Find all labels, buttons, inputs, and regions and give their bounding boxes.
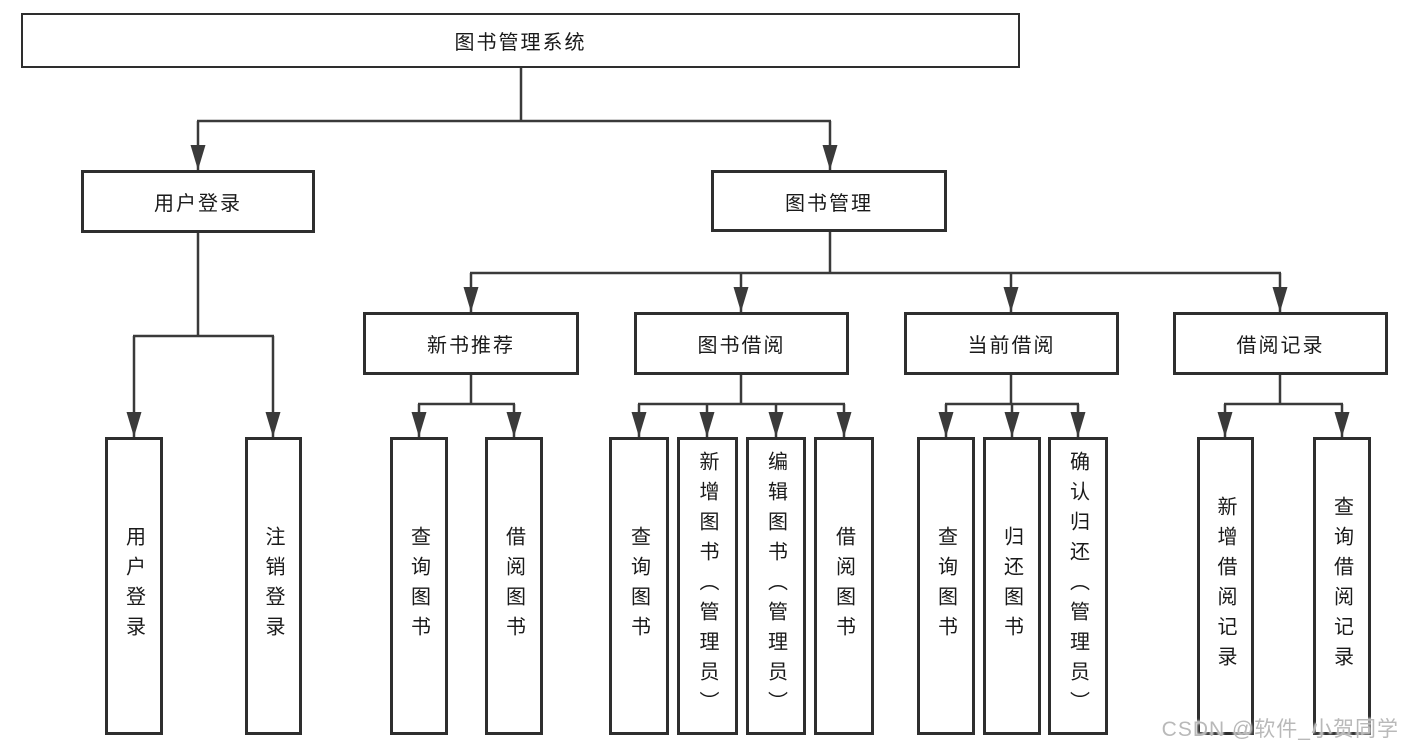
leaf-newbook-borrow-books: 借阅图书	[485, 437, 543, 735]
leaf-borrow-edit-books-admin: 编辑图书（管理员）	[746, 437, 806, 735]
leaf-borrow-query-books: 查询图书	[609, 437, 669, 735]
node-root-system: 图书管理系统	[21, 13, 1020, 68]
node-book-borrow: 图书借阅	[634, 312, 849, 375]
node-new-book-recommend: 新书推荐	[363, 312, 579, 375]
node-current-borrow: 当前借阅	[904, 312, 1119, 375]
leaf-current-return-books: 归还图书	[983, 437, 1041, 735]
leaf-current-confirm-return-admin: 确认归还（管理员）	[1048, 437, 1108, 735]
leaf-records-add-record: 新增借阅记录	[1197, 437, 1254, 735]
leaf-borrow-borrow-books: 借阅图书	[814, 437, 874, 735]
watermark: CSDN @软件_小贺同学	[1161, 718, 1399, 741]
node-borrow-records: 借阅记录	[1173, 312, 1388, 375]
leaf-records-query-record: 查询借阅记录	[1313, 437, 1371, 735]
leaf-borrow-add-books-admin: 新增图书（管理员）	[677, 437, 738, 735]
leaf-newbook-query-books: 查询图书	[390, 437, 448, 735]
leaf-current-query-books: 查询图书	[917, 437, 975, 735]
node-user-login: 用户登录	[81, 170, 315, 233]
node-book-management: 图书管理	[711, 170, 947, 232]
leaf-user-login: 用户登录	[105, 437, 163, 735]
leaf-logout: 注销登录	[245, 437, 302, 735]
